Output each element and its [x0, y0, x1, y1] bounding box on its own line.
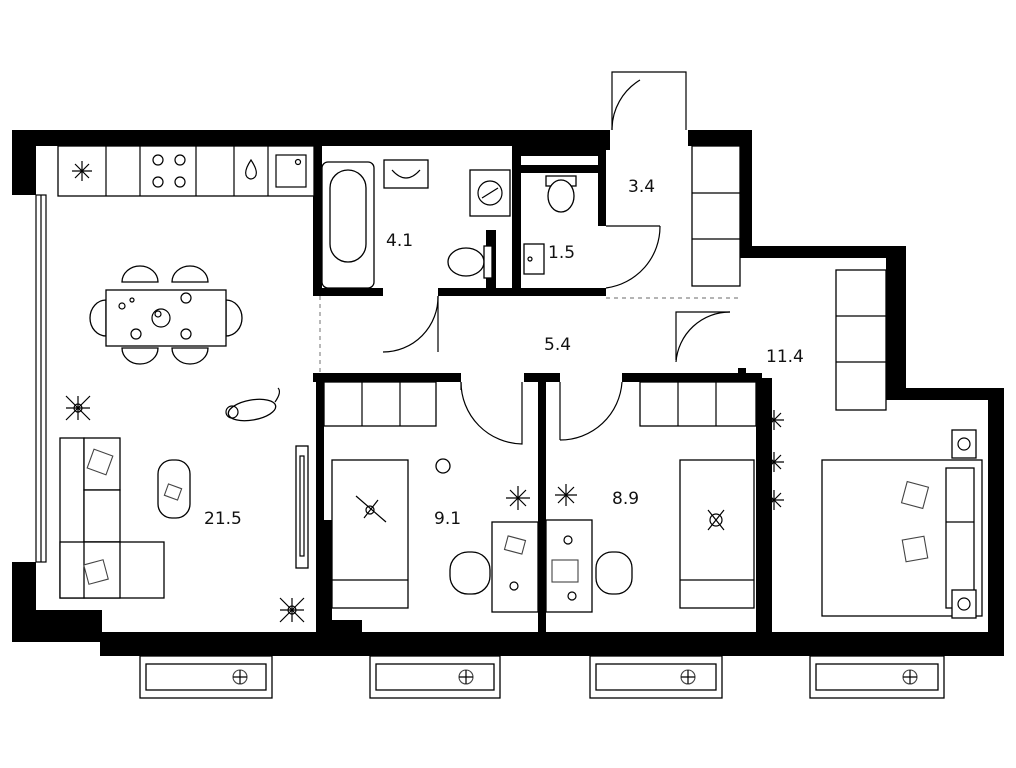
walls — [12, 130, 1004, 656]
room-area-toilet: 1.5 — [548, 243, 575, 263]
fan-icon — [458, 669, 474, 685]
kitchen — [57, 145, 315, 197]
chair-icon — [89, 299, 107, 337]
chair-icon — [121, 265, 159, 283]
doors — [319, 71, 742, 445]
window-bedroom — [809, 655, 945, 699]
chair-icon — [449, 551, 491, 595]
table-icon — [157, 459, 191, 519]
toy-icon — [707, 509, 725, 531]
room-area-kids-right: 8.9 — [612, 489, 639, 509]
plant-icon — [506, 486, 530, 510]
shelf — [639, 381, 757, 427]
fan-icon — [232, 669, 248, 685]
chair-icon — [595, 551, 633, 595]
sink-icon — [275, 154, 307, 188]
shelf — [323, 381, 437, 427]
cat-icon — [225, 387, 281, 422]
lamp-icon — [951, 589, 977, 619]
plant-icon — [764, 452, 784, 472]
room-area-hallway: 5.4 — [544, 335, 571, 355]
toilet-room — [523, 175, 577, 275]
chair-icon — [121, 347, 159, 365]
room-area-bedroom: 11.4 — [766, 347, 804, 367]
bed-icon — [331, 459, 409, 609]
stove-icon — [152, 154, 186, 188]
plant-icon — [65, 395, 91, 421]
toilet-icon — [545, 175, 577, 213]
windows — [139, 655, 945, 699]
water-drop-icon — [245, 158, 257, 180]
window-living — [139, 655, 273, 699]
washing-machine-icon — [469, 169, 511, 217]
chair-icon — [225, 299, 243, 337]
living — [59, 387, 309, 623]
toy-icon — [355, 495, 387, 523]
room-area-entrance: 3.4 — [628, 177, 655, 197]
bedroom — [764, 269, 983, 619]
plant-icon — [279, 597, 305, 623]
toy-icon — [435, 458, 451, 474]
plant-icon — [555, 484, 577, 506]
chair-icon — [171, 265, 209, 283]
plant-icon — [764, 490, 784, 510]
window-kids-left — [369, 655, 501, 699]
fan-icon — [680, 669, 696, 685]
wardrobe-bedroom — [835, 269, 887, 411]
window-kids-right — [589, 655, 723, 699]
bathtub-icon — [321, 161, 375, 289]
table-icon — [105, 289, 227, 347]
dining-set — [89, 265, 243, 365]
sink-icon — [523, 243, 545, 275]
plant-icon — [764, 410, 784, 430]
bed-icon — [679, 459, 755, 609]
table-icon — [491, 521, 539, 613]
toilet-icon — [447, 245, 493, 279]
room-area-bathroom: 4.1 — [386, 231, 413, 251]
snowflake-icon — [72, 161, 92, 181]
tv-unit — [295, 445, 309, 569]
room-labels: 21.5 4.1 1.5 3.4 5.4 11.4 9.1 8.9 — [204, 177, 804, 529]
table-icon — [545, 519, 593, 613]
sofa-icon — [59, 437, 165, 599]
lamp-icon — [951, 429, 977, 459]
kids-room-right — [545, 381, 757, 613]
room-area-kids-left: 9.1 — [434, 509, 461, 529]
fan-icon — [902, 669, 918, 685]
bathroom — [321, 159, 511, 289]
wardrobe-entrance — [691, 145, 741, 287]
kids-room-left — [323, 381, 539, 613]
room-area-living-kitchen: 21.5 — [204, 509, 242, 529]
chair-icon — [171, 347, 209, 365]
sink-icon — [383, 159, 429, 189]
